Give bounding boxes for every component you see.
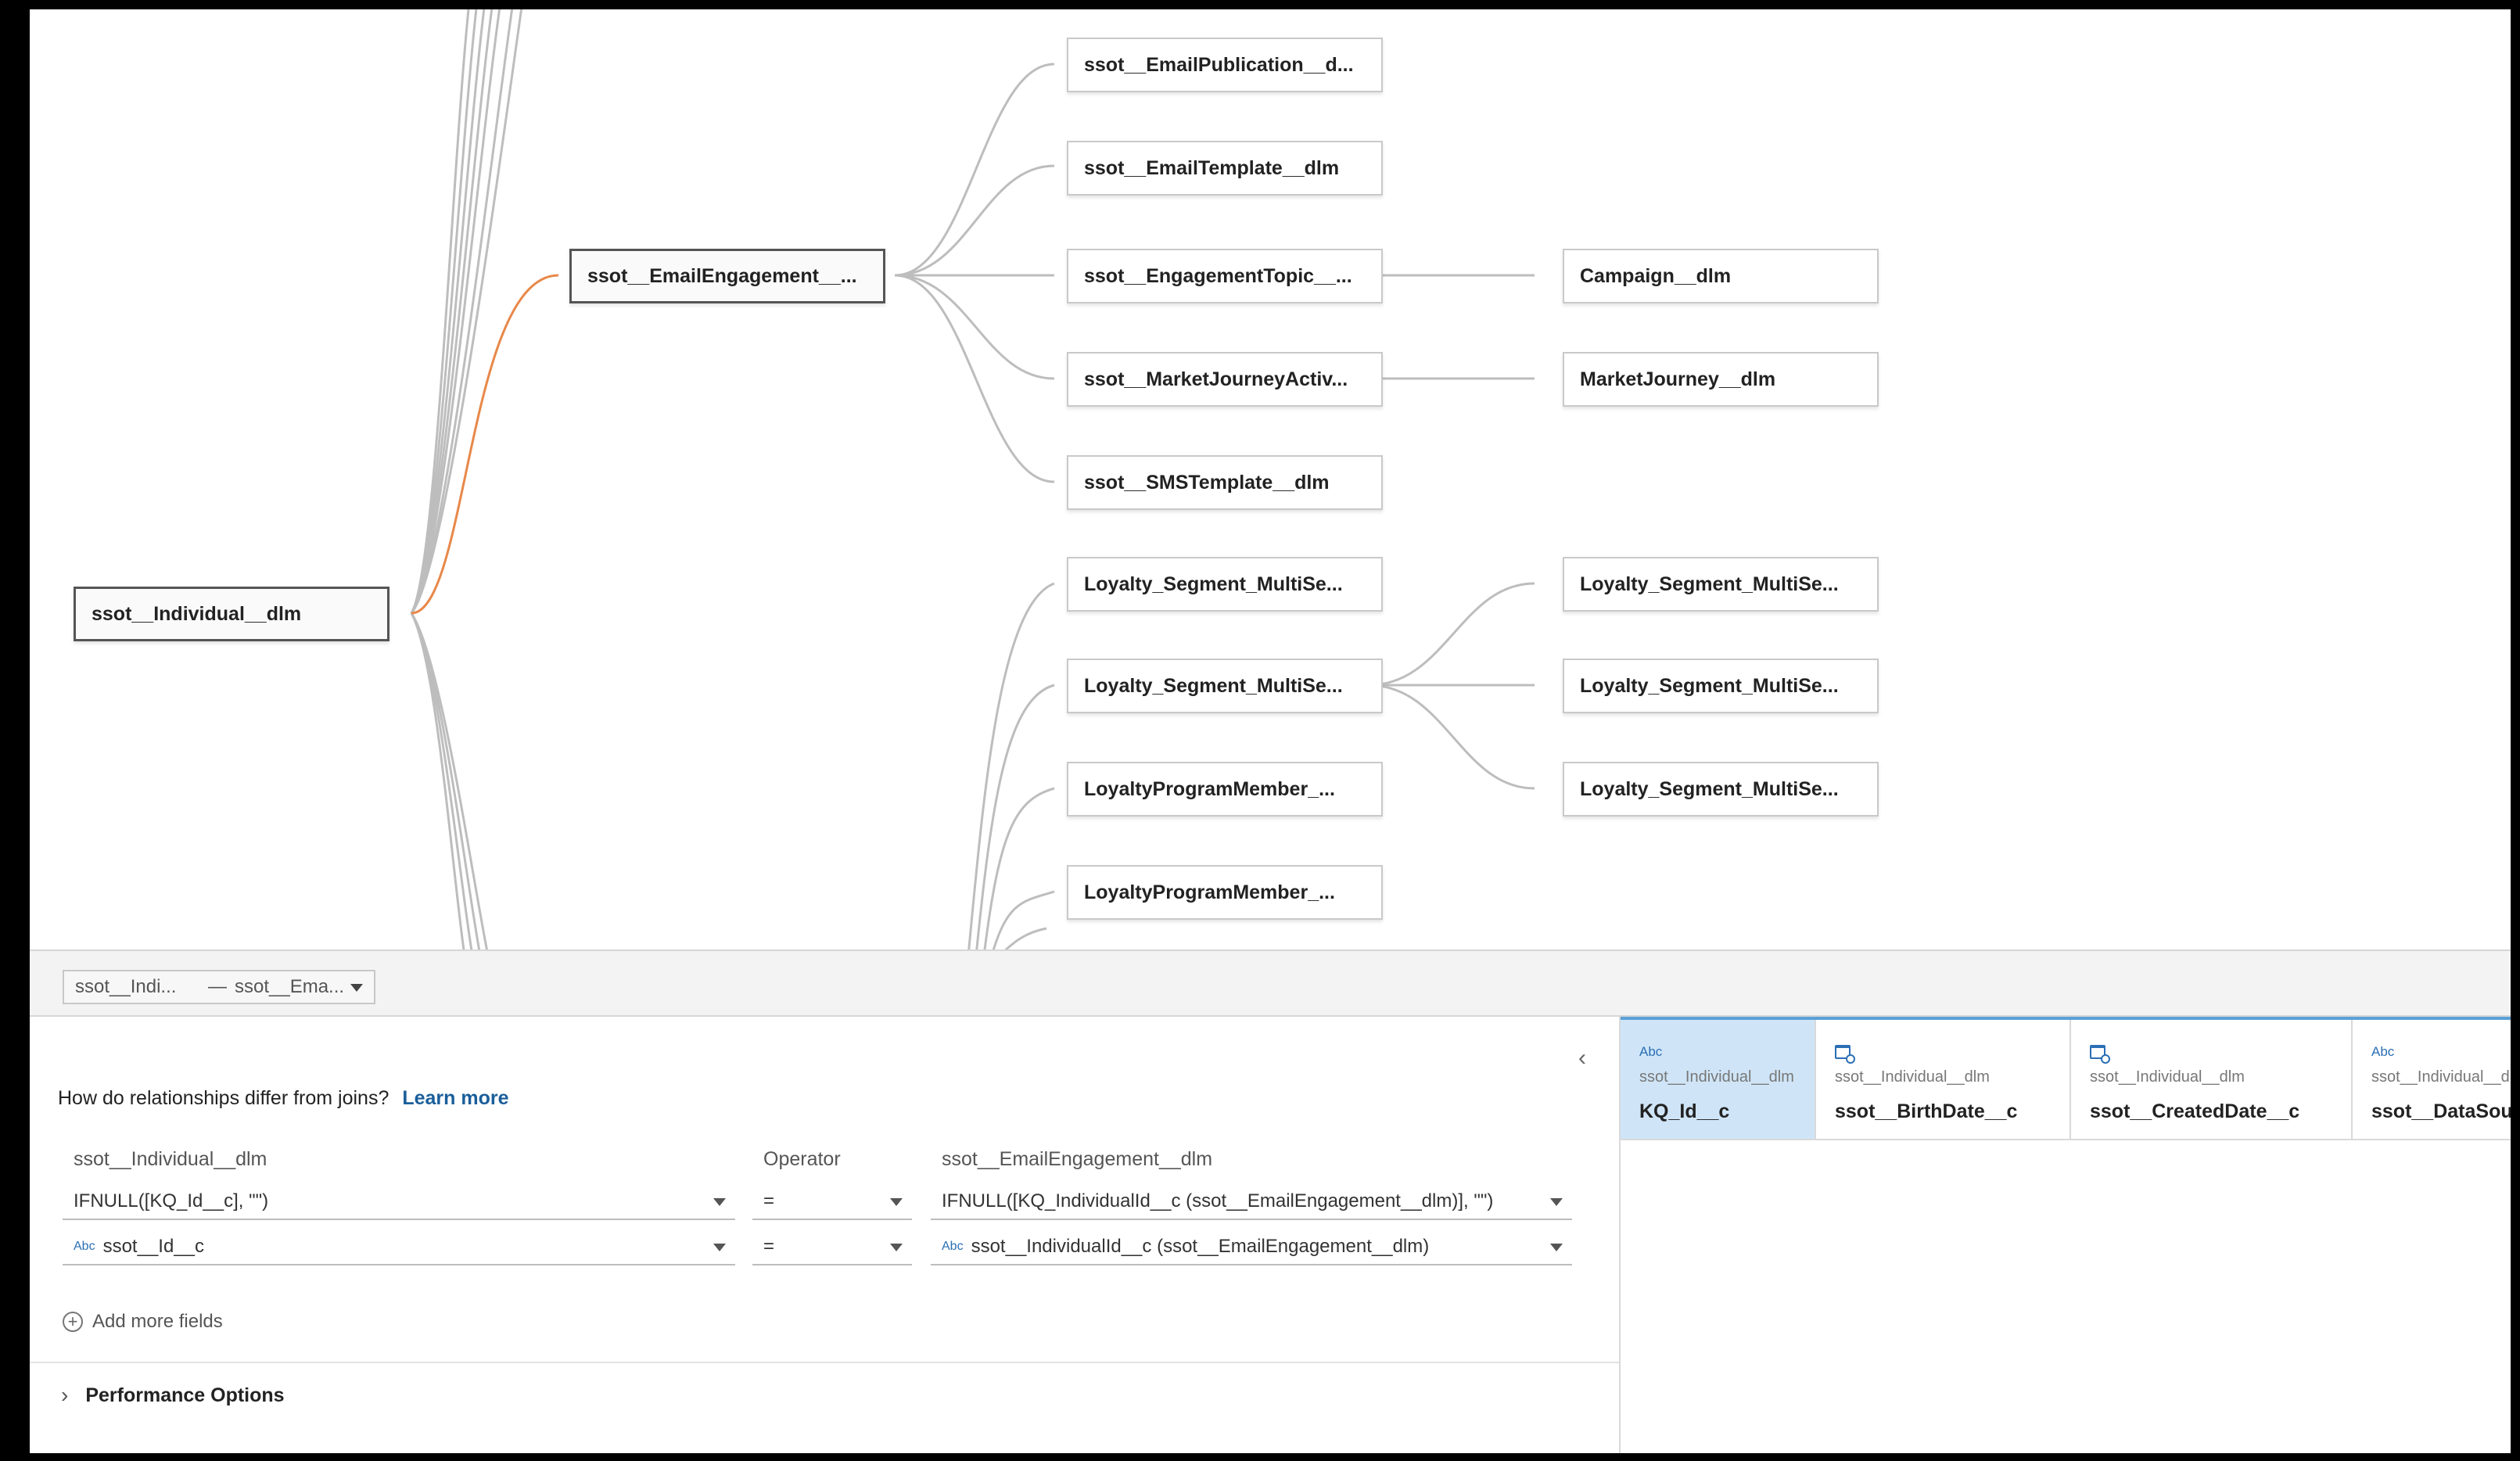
- relationship-edges: [410, 9, 1535, 949]
- learn-more-link[interactable]: Learn more: [402, 1087, 509, 1109]
- node-level3[interactable]: MarketJourney__dlm: [1563, 352, 1879, 407]
- chevron-down-icon: [1550, 1244, 1563, 1251]
- preview-column[interactable]: Abc ssot__Individual__dlm KQ_Id__c: [1621, 1020, 1816, 1140]
- clause2-right-field[interactable]: Abc ssot__IndividualId__c (ssot__EmailEn…: [931, 1229, 1572, 1265]
- relationship-right-table: ssot__Ema...: [235, 976, 345, 997]
- add-more-label: Add more fields: [92, 1311, 223, 1332]
- calendar-clock-icon: [1835, 1045, 1855, 1064]
- relationship-bar: ssot__Indi... — ssot__Ema...: [30, 949, 2511, 1017]
- highlight-edge: [411, 274, 559, 615]
- string-type-icon: Abc: [2371, 1044, 2395, 1059]
- column-source: ssot__Individual__dlm: [1835, 1068, 1990, 1086]
- chevron-down-icon: [350, 984, 363, 992]
- clause1-left-field[interactable]: IFNULL([KQ_Id__c], ""): [63, 1184, 735, 1220]
- clause1-operator-value: =: [763, 1190, 775, 1212]
- relationship-separator: —: [208, 976, 227, 997]
- help-text: How do relationships differ from joins? …: [58, 1087, 508, 1110]
- relationship-canvas[interactable]: ssot__Individual__dlm ssot__EmailEngagem…: [30, 9, 2511, 949]
- clause1-right-value: IFNULL([KQ_IndividualId__c (ssot__EmailE…: [942, 1190, 1494, 1212]
- chevron-down-icon: [890, 1244, 903, 1251]
- clause2-left-field[interactable]: Abc ssot__Id__c: [63, 1229, 735, 1265]
- node-level2[interactable]: LoyaltyProgramMember_...: [1067, 762, 1383, 817]
- node-level2[interactable]: ssot__EmailTemplate__dlm: [1067, 141, 1383, 196]
- node-level3[interactable]: Campaign__dlm: [1563, 249, 1879, 303]
- node-root[interactable]: ssot__Individual__dlm: [74, 587, 389, 641]
- preview-column[interactable]: Abc ssot__Individual__dlm ssot__DataSour…: [2353, 1020, 2511, 1140]
- node-level2[interactable]: LoyaltyProgramMember_...: [1067, 865, 1383, 920]
- chevron-down-icon: [1550, 1198, 1563, 1206]
- clause1-right-field[interactable]: IFNULL([KQ_IndividualId__c (ssot__EmailE…: [931, 1184, 1572, 1220]
- node-level2[interactable]: ssot__MarketJourneyActiv...: [1067, 352, 1383, 407]
- clause1-left-value: IFNULL([KQ_Id__c], ""): [74, 1190, 269, 1212]
- chevron-right-icon: ›: [61, 1383, 69, 1407]
- column-name: ssot__DataSourceObject__c: [2371, 1100, 2511, 1122]
- node-level2[interactable]: Loyalty_Segment_MultiSe...: [1067, 659, 1383, 713]
- plus-circle-icon: +: [63, 1312, 83, 1332]
- performance-options-label: Performance Options: [85, 1384, 285, 1406]
- node-level1-selected[interactable]: ssot__EmailEngagement__...: [569, 249, 885, 303]
- performance-options-toggle[interactable]: › Performance Options: [61, 1383, 285, 1408]
- data-preview-pane: Abc ssot__Individual__dlm KQ_Id__c ssot_…: [1621, 1017, 2511, 1453]
- node-level3[interactable]: Loyalty_Segment_MultiSe...: [1563, 659, 1879, 713]
- column-name: KQ_Id__c: [1639, 1100, 1730, 1122]
- chevron-left-icon[interactable]: ‹: [1578, 1045, 1586, 1071]
- string-type-icon: Abc: [942, 1240, 964, 1253]
- help-question: How do relationships differ from joins?: [58, 1087, 389, 1109]
- node-level2[interactable]: Loyalty_Segment_MultiSe...: [1067, 557, 1383, 612]
- string-type-icon: Abc: [1639, 1044, 1663, 1059]
- calendar-clock-icon: [2090, 1045, 2110, 1064]
- preview-columns: Abc ssot__Individual__dlm KQ_Id__c ssot_…: [1621, 1017, 2511, 1140]
- column-source: ssot__Individual__dlm: [2371, 1068, 2511, 1086]
- divider: [30, 1362, 1619, 1363]
- right-table-header: ssot__EmailEngagement__dlm: [942, 1148, 1213, 1170]
- chevron-down-icon: [713, 1244, 726, 1251]
- column-name: ssot__BirthDate__c: [1835, 1100, 2018, 1122]
- clause1-operator-select[interactable]: =: [752, 1184, 912, 1220]
- chevron-down-icon: [890, 1198, 903, 1206]
- column-source: ssot__Individual__dlm: [2090, 1068, 2245, 1086]
- node-level2[interactable]: ssot__EmailPublication__d...: [1067, 38, 1383, 92]
- relationship-editor: ‹ How do relationships differ from joins…: [30, 1017, 1621, 1453]
- left-table-header: ssot__Individual__dlm: [74, 1148, 267, 1170]
- relationship-left-table: ssot__Indi...: [75, 976, 177, 997]
- add-more-fields-button[interactable]: + Add more fields: [63, 1311, 223, 1333]
- preview-column[interactable]: ssot__Individual__dlm ssot__BirthDate__c: [1816, 1020, 2071, 1140]
- bottom-panel: ‹ How do relationships differ from joins…: [30, 1017, 2511, 1453]
- column-source: ssot__Individual__dlm: [1639, 1068, 1794, 1086]
- clause2-right-value: ssot__IndividualId__c (ssot__EmailEngage…: [971, 1236, 1430, 1257]
- column-name: ssot__CreatedDate__c: [2090, 1100, 2300, 1122]
- node-level2[interactable]: ssot__EngagementTopic__...: [1067, 249, 1383, 303]
- clause2-operator-value: =: [763, 1236, 775, 1257]
- chevron-down-icon: [713, 1198, 726, 1206]
- node-level3[interactable]: Loyalty_Segment_MultiSe...: [1563, 557, 1879, 612]
- clause2-left-value: ssot__Id__c: [102, 1236, 204, 1257]
- operator-header: Operator: [763, 1148, 841, 1170]
- clause2-operator-select[interactable]: =: [752, 1229, 912, 1265]
- node-level2[interactable]: ssot__SMSTemplate__dlm: [1067, 455, 1383, 510]
- node-level3[interactable]: Loyalty_Segment_MultiSe...: [1563, 762, 1879, 817]
- preview-column[interactable]: ssot__Individual__dlm ssot__CreatedDate_…: [2071, 1020, 2353, 1140]
- relationship-selector-dropdown[interactable]: ssot__Indi... — ssot__Ema...: [63, 970, 375, 1004]
- string-type-icon: Abc: [74, 1240, 95, 1253]
- app-window: ssot__Individual__dlm ssot__EmailEngagem…: [30, 9, 2511, 1453]
